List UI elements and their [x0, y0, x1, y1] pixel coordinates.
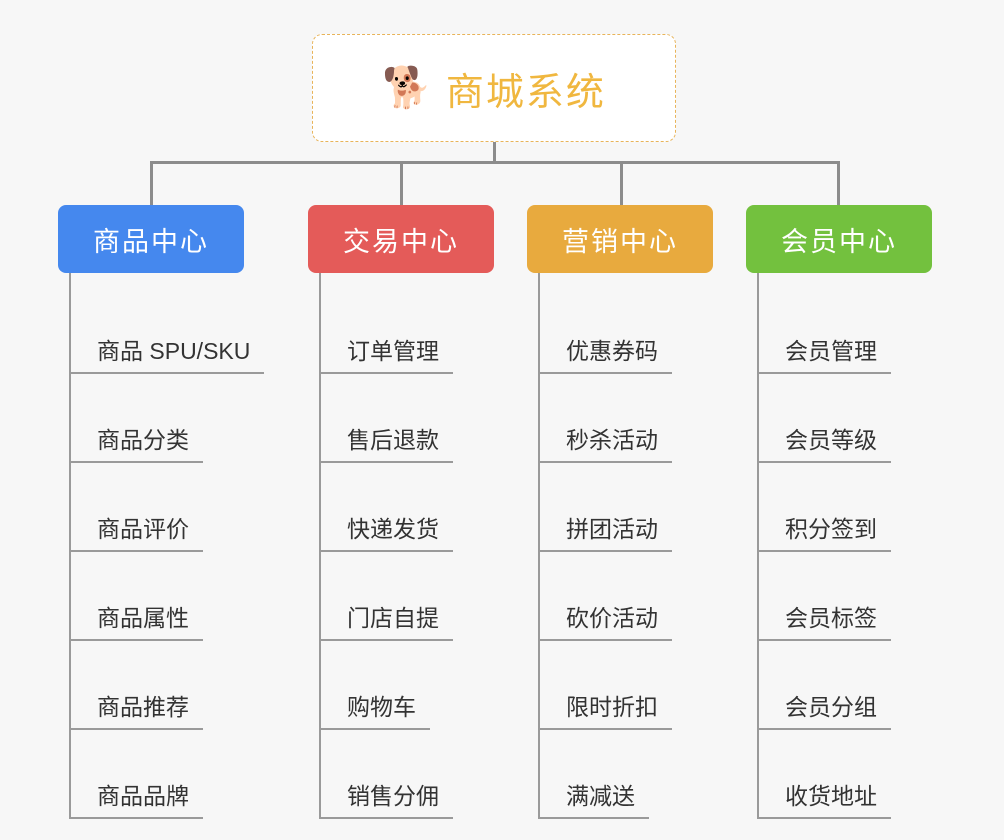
leaf-item[interactable]: 商品品牌	[58, 730, 244, 819]
leaf-item[interactable]: 销售分佣	[308, 730, 494, 819]
leaf-item[interactable]: 商品推荐	[58, 641, 244, 730]
connector-horizontal-bus	[150, 161, 838, 164]
branch-header-member-center[interactable]: 会员中心	[746, 205, 932, 273]
leaf-item-label: 商品属性	[69, 599, 203, 641]
leaf-item-label: 会员分组	[757, 688, 891, 730]
leaf-item-label: 会员等级	[757, 421, 891, 463]
leaf-item-label: 商品评价	[69, 510, 203, 552]
shiba-dog-face-icon: 🐕	[382, 66, 432, 110]
leaf-item-label: 商品分类	[69, 421, 203, 463]
leaf-item-label: 收货地址	[757, 777, 891, 819]
leaf-item-label: 会员标签	[757, 599, 891, 641]
branch-header-label: 交易中心	[343, 226, 459, 257]
connector-drop-member-center	[837, 161, 840, 205]
leaf-item[interactable]: 会员等级	[746, 374, 932, 463]
leaf-item[interactable]: 商品分类	[58, 374, 244, 463]
leaf-item-label: 售后退款	[319, 421, 453, 463]
leaf-item[interactable]: 限时折扣	[527, 641, 713, 730]
branch-header-label: 会员中心	[781, 226, 897, 257]
leaf-list-member-center: 会员管理会员等级积分签到会员标签会员分组收货地址	[746, 273, 932, 819]
leaf-spine-marketing-center	[538, 273, 540, 819]
leaf-item[interactable]: 优惠券码	[527, 285, 713, 374]
branch-header-product-center[interactable]: 商品中心	[58, 205, 244, 273]
leaf-item-label: 会员管理	[757, 332, 891, 374]
branch-header-trade-center[interactable]: 交易中心	[308, 205, 494, 273]
root-title: 商城系统	[445, 71, 606, 114]
leaf-item-label: 门店自提	[319, 599, 453, 641]
connector-drop-trade-center	[400, 161, 403, 205]
leaf-spine-product-center	[69, 273, 71, 819]
leaf-item[interactable]: 会员管理	[746, 285, 932, 374]
leaf-item[interactable]: 满减送	[527, 730, 713, 819]
leaf-item-label: 秒杀活动	[538, 421, 672, 463]
leaf-item[interactable]: 积分签到	[746, 463, 932, 552]
leaf-item[interactable]: 商品 SPU/SKU	[58, 285, 265, 374]
branch-marketing-center: 营销中心优惠券码秒杀活动拼团活动砍价活动限时折扣满减送	[527, 205, 713, 819]
leaf-item[interactable]: 收货地址	[746, 730, 932, 819]
leaf-item-label: 商品 SPU/SKU	[69, 332, 265, 374]
leaf-item-label: 订单管理	[319, 332, 453, 374]
branch-header-label: 商品中心	[93, 226, 209, 257]
root-node[interactable]: 🐕 商城系统	[312, 34, 676, 142]
branch-trade-center: 交易中心订单管理售后退款快递发货门店自提购物车销售分佣	[308, 205, 494, 819]
branch-member-center: 会员中心会员管理会员等级积分签到会员标签会员分组收货地址	[746, 205, 932, 819]
leaf-item-label: 积分签到	[757, 510, 891, 552]
leaf-item[interactable]: 会员标签	[746, 552, 932, 641]
leaf-spine-member-center	[757, 273, 759, 819]
branch-header-marketing-center[interactable]: 营销中心	[527, 205, 713, 273]
leaf-item[interactable]: 拼团活动	[527, 463, 713, 552]
leaf-item[interactable]: 快递发货	[308, 463, 494, 552]
branch-header-label: 营销中心	[562, 226, 678, 257]
leaf-item[interactable]: 商品评价	[58, 463, 244, 552]
connector-drop-marketing-center	[620, 161, 623, 205]
connector-root-stem	[493, 142, 496, 163]
leaf-item[interactable]: 订单管理	[308, 285, 494, 374]
leaf-item[interactable]: 砍价活动	[527, 552, 713, 641]
leaf-item-label: 拼团活动	[538, 510, 672, 552]
leaf-item-label: 满减送	[538, 777, 649, 819]
leaf-item[interactable]: 秒杀活动	[527, 374, 713, 463]
leaf-item[interactable]: 门店自提	[308, 552, 494, 641]
leaf-item[interactable]: 购物车	[308, 641, 494, 730]
leaf-item[interactable]: 商品属性	[58, 552, 244, 641]
leaf-spine-trade-center	[319, 273, 321, 819]
leaf-item-label: 砍价活动	[538, 599, 672, 641]
leaf-list-trade-center: 订单管理售后退款快递发货门店自提购物车销售分佣	[308, 273, 494, 819]
leaf-list-marketing-center: 优惠券码秒杀活动拼团活动砍价活动限时折扣满减送	[527, 273, 713, 819]
leaf-item-label: 优惠券码	[538, 332, 672, 374]
leaf-item-label: 商品推荐	[69, 688, 203, 730]
branch-product-center: 商品中心商品 SPU/SKU 商品分类商品评价商品属性商品推荐商品品牌	[58, 205, 265, 819]
leaf-item[interactable]: 售后退款	[308, 374, 494, 463]
connector-drop-product-center	[150, 161, 153, 205]
leaf-item-label: 商品品牌	[69, 777, 203, 819]
leaf-item[interactable]: 会员分组	[746, 641, 932, 730]
leaf-item-label: 限时折扣	[538, 688, 672, 730]
leaf-item-label: 购物车	[319, 688, 430, 730]
leaf-item-label: 销售分佣	[319, 777, 453, 819]
leaf-item-label: 快递发货	[319, 510, 453, 552]
leaf-list-product-center: 商品 SPU/SKU 商品分类商品评价商品属性商品推荐商品品牌	[58, 273, 265, 819]
